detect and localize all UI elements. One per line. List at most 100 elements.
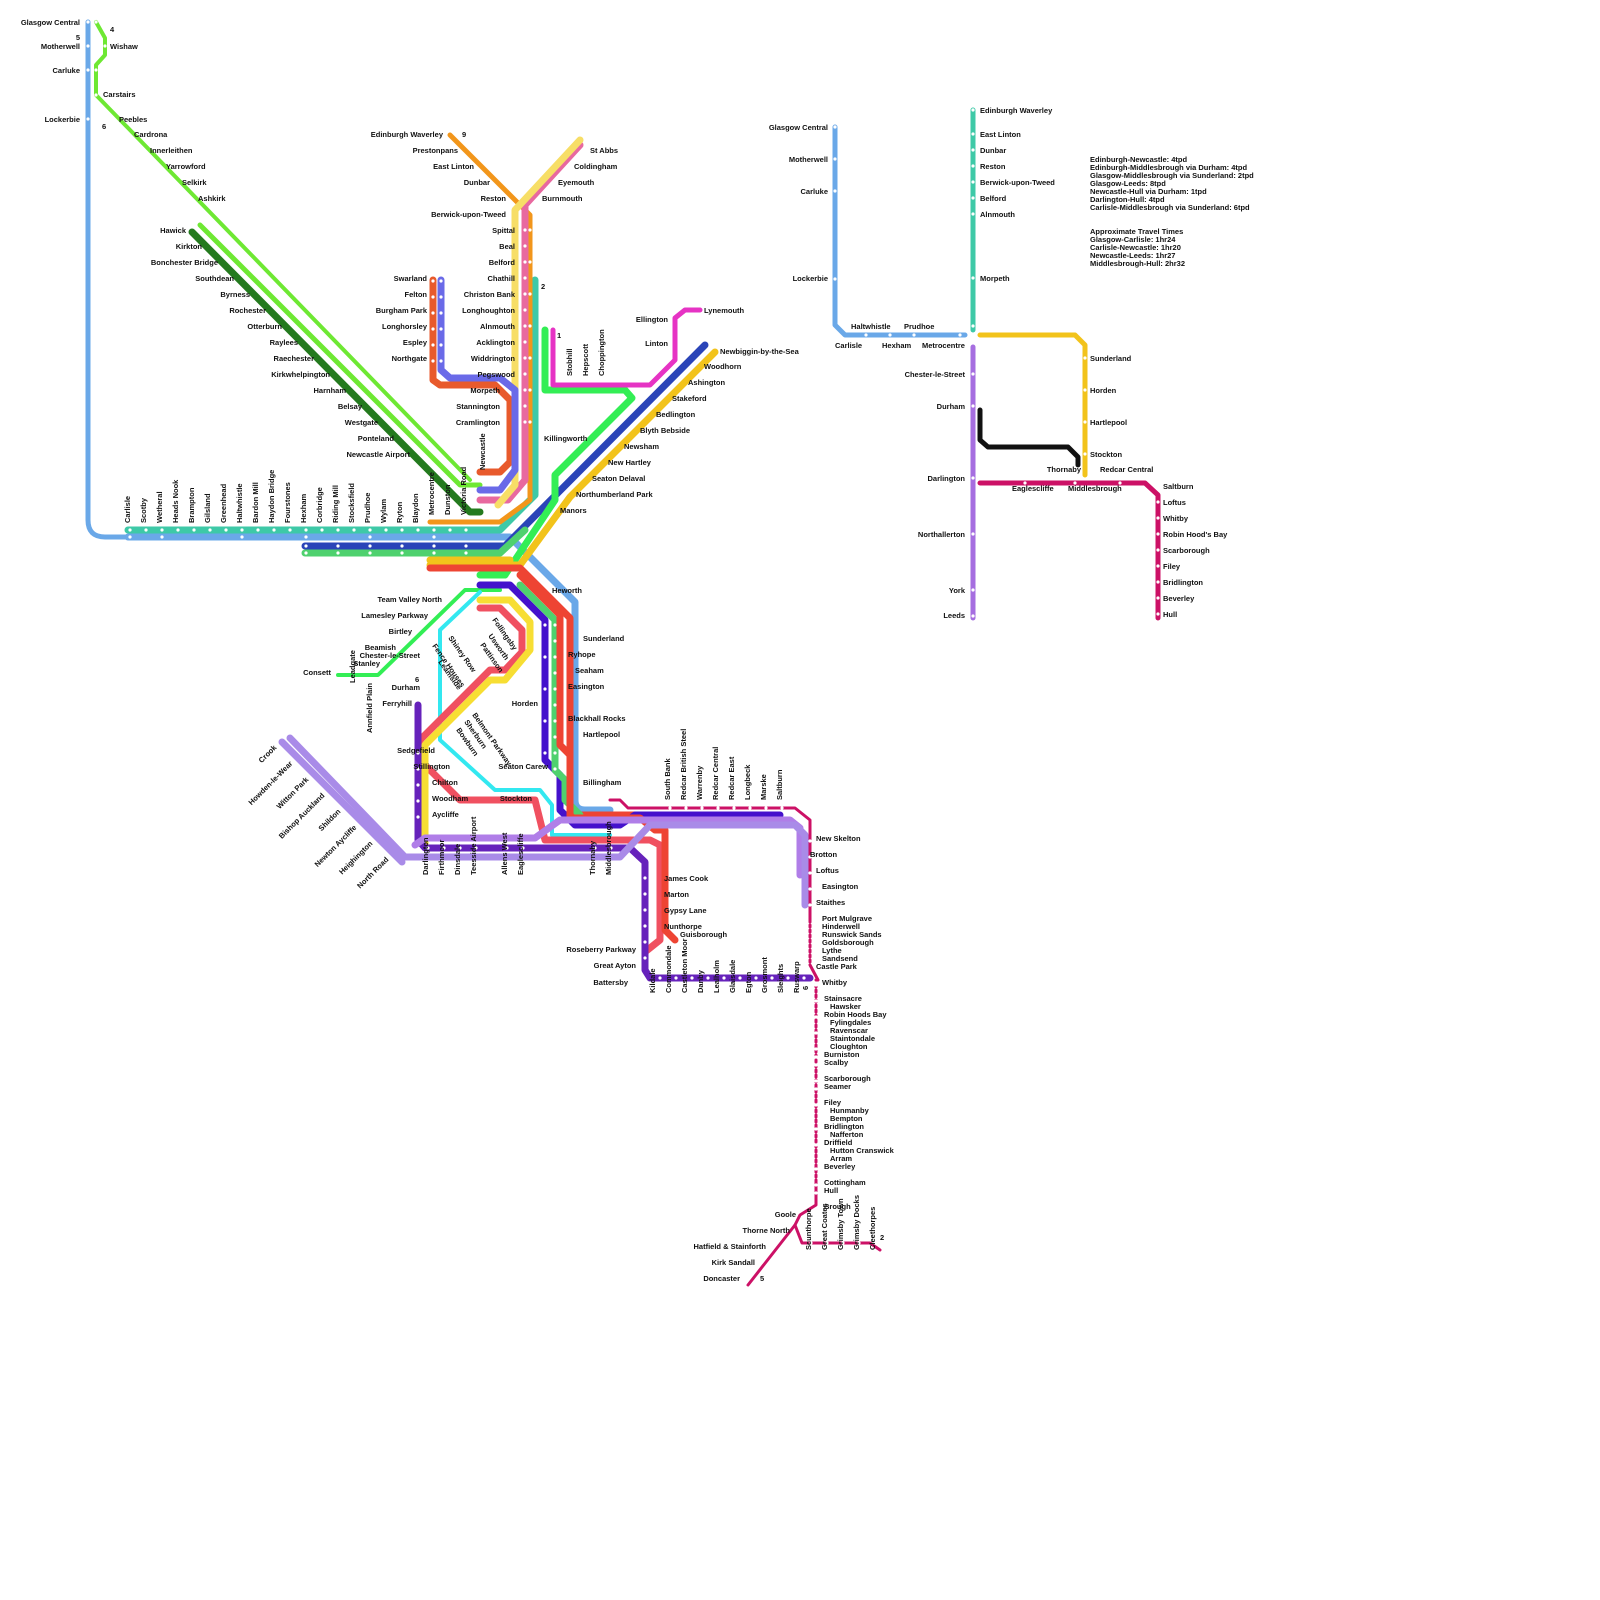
station-label-swarland: Swarland (394, 274, 428, 283)
line-periwinkle (437, 276, 519, 494)
station-label-prudhoe: Prudhoe (363, 493, 372, 523)
station-dot (368, 535, 372, 539)
station-dot (304, 528, 308, 532)
station-label-n-2: 2 (541, 282, 545, 291)
station-label-beal: Beal (499, 242, 515, 251)
station-dot (352, 528, 356, 532)
station-dot (809, 1241, 813, 1245)
station-dot (368, 551, 372, 555)
station-label-hull: Hull (824, 1186, 838, 1195)
station-label-east-linton: East Linton (433, 162, 474, 171)
station-label-crook: Crook (257, 742, 279, 764)
station-dot (240, 535, 244, 539)
station-label-morpeth: Morpeth (980, 274, 1010, 283)
station-dot (431, 311, 435, 315)
station-dot (416, 783, 420, 787)
station-label-dunbar: Dunbar (980, 146, 1006, 155)
line-lynemouth (550, 307, 703, 388)
station-dot (439, 311, 443, 315)
station-dot (553, 767, 557, 771)
station-label-robin-hoods-bay: Robin Hoods Bay (824, 1010, 887, 1019)
station-label-horden: Horden (1090, 386, 1117, 395)
station-dot (543, 687, 547, 691)
station-label-great-ayton: Great Ayton (594, 961, 637, 970)
line-tyne-valley-blue (124, 533, 614, 814)
line-borders-2 (197, 222, 483, 488)
station-label-newbiggin: Newbiggin-by-the-Sea (720, 347, 800, 356)
station-dot (609, 846, 613, 850)
station-label-blaydon: Blaydon (411, 493, 420, 523)
station-label-newcastle: Newcastle (478, 433, 487, 470)
station-label-lockerbie: Lockerbie (45, 115, 80, 124)
station-label-woodham: Woodham (432, 794, 468, 803)
line-hawick (188, 228, 484, 516)
station-label-middlesbrough: Middlesbrough (1068, 484, 1122, 493)
station-label-york: York (949, 586, 966, 595)
station-label-burgham-park: Burgham Park (376, 306, 428, 315)
station-label-whitby: Whitby (822, 978, 848, 987)
station-label-driffield: Driffield (824, 1138, 853, 1147)
station-dot (1156, 596, 1160, 600)
station-dot (808, 903, 812, 907)
station-label-seaton-delaval: Seaton Delaval (592, 474, 645, 483)
station-label-eyemouth: Eyemouth (558, 178, 595, 187)
station-dot (288, 528, 292, 532)
station-dot (706, 976, 710, 980)
line-borders (94, 20, 472, 482)
station-dot (505, 846, 509, 850)
station-dot (442, 846, 446, 850)
station-label-grimsby-town: Grimsby Town (836, 1198, 845, 1250)
station-dot (528, 260, 532, 264)
station-dot (543, 655, 547, 659)
station-dot (833, 333, 837, 337)
station-dot (722, 976, 726, 980)
station-dot (808, 887, 812, 891)
station-label-saltburn: Saltburn (1163, 482, 1194, 491)
station-label-stocksfield: Stocksfield (347, 483, 356, 523)
station-dot (764, 806, 768, 810)
station-dot (336, 544, 340, 548)
station-dot (523, 388, 527, 392)
station-label-scarborough: Scarborough (824, 1074, 871, 1083)
station-dot (432, 544, 436, 548)
station-label-hull: Hull (1163, 610, 1177, 619)
station-label-stakeford: Stakeford (672, 394, 707, 403)
inset-diagram (832, 107, 1161, 621)
station-label-durham: Durham (392, 683, 421, 692)
station-label-lythe: Lythe (822, 946, 842, 955)
station-dot (770, 976, 774, 980)
station-dot (1156, 484, 1160, 488)
station-label-chilton: Chilton (432, 778, 458, 787)
station-dot (643, 908, 647, 912)
station-dot (416, 815, 420, 819)
station-label-grimsby-docks: Grimsby Docks (852, 1195, 861, 1250)
station-label-new-hartley: New Hartley (608, 458, 652, 467)
station-label-selkirk: Selkirk (182, 178, 207, 187)
station-label-innerleithen: Innerleithen (150, 146, 193, 155)
station-label-n-1: 1 (557, 331, 561, 340)
station-dot (426, 846, 430, 850)
station-label-ponteland: Ponteland (358, 434, 395, 443)
station-label-carlisle: Carlisle (123, 496, 132, 523)
station-label-dunbar: Dunbar (464, 178, 490, 187)
station-label-espley: Espley (403, 338, 428, 347)
station-label-belsay: Belsay (338, 402, 363, 411)
station-dot (523, 260, 527, 264)
station-label-greenhead: Greenhead (219, 483, 228, 523)
station-label-alnmouth: Alnmouth (980, 210, 1015, 219)
line-crook (278, 738, 406, 866)
station-label-cardrona: Cardrona (134, 130, 168, 139)
station-dot (432, 528, 436, 532)
station-label-longhoughton: Longhoughton (462, 306, 515, 315)
station-dot (528, 388, 532, 392)
station-dot (833, 157, 837, 161)
station-dot (448, 528, 452, 532)
station-label-nunthorpe: Nunthorpe (664, 922, 702, 931)
station-dot (971, 324, 975, 328)
station-label-warrenby: Warrenby (695, 765, 704, 800)
station-dot (833, 189, 837, 193)
station-dot (814, 1047, 818, 1051)
station-label-ferryhill: Ferryhill (382, 699, 412, 708)
station-label-darlington: Darlington (928, 474, 966, 483)
